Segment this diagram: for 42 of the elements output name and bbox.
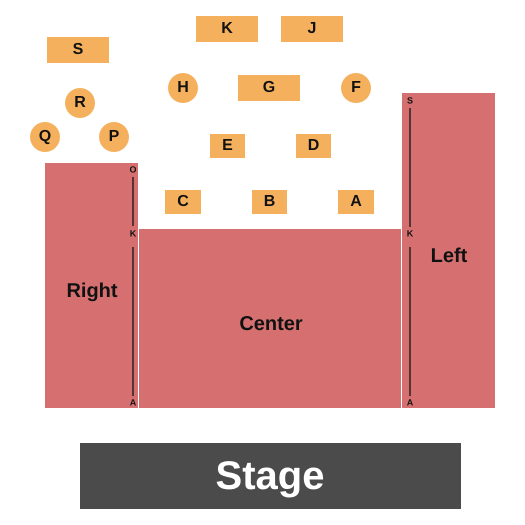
seating-section — [402, 93, 495, 408]
section-letter: H — [177, 80, 189, 96]
seating-block — [281, 16, 343, 42]
seating-block — [252, 190, 287, 214]
section-name: Left — [430, 246, 468, 266]
section-name: Center — [239, 314, 303, 334]
section-letter: Q — [38, 129, 52, 145]
row-letter: O — [130, 166, 136, 174]
seating-section — [139, 229, 401, 408]
row-letter: A — [406, 398, 414, 408]
seating-block — [338, 190, 374, 214]
section-letter: G — [262, 80, 276, 96]
row-letter: K — [130, 230, 136, 238]
section-letter: D — [308, 138, 320, 154]
section-letter: A — [350, 194, 362, 210]
section-letter: J — [308, 21, 316, 37]
section-letter: B — [264, 194, 276, 210]
seating-block — [196, 16, 258, 42]
section-letter: S — [72, 42, 84, 58]
table-circle — [30, 122, 60, 152]
row-letter: S — [407, 96, 413, 106]
table-circle — [65, 88, 95, 118]
section-letter: E — [222, 138, 233, 154]
table-circle — [341, 73, 371, 103]
table-circle — [168, 73, 198, 103]
section-letter: F — [351, 80, 361, 96]
row-letter: K — [406, 230, 414, 238]
section-name: Stage — [216, 456, 324, 496]
section-letter: C — [177, 194, 189, 210]
seating-block — [47, 37, 109, 63]
section-letter: R — [74, 95, 86, 111]
section-name: Right — [66, 281, 118, 301]
seating-block — [210, 134, 245, 158]
seating-block — [238, 75, 300, 101]
table-circle — [99, 122, 129, 152]
stage-area — [80, 443, 461, 509]
section-letter: K — [221, 21, 233, 37]
row-letter: A — [130, 398, 136, 408]
section-letter: P — [108, 129, 120, 145]
seating-block — [165, 190, 201, 214]
seating-section — [45, 163, 138, 408]
seating-block — [296, 134, 331, 158]
